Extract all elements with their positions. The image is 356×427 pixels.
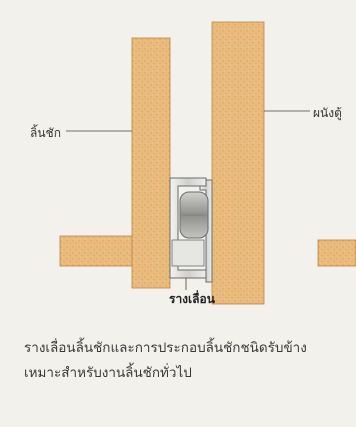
label-drawer: ลิ้นชัก [30, 126, 61, 140]
label-rail: รางเลื่อน [169, 292, 215, 306]
cabinet-shelf-stub [317, 239, 356, 267]
drawer-side-panel [131, 37, 171, 289]
caption-line-1: รางเลื่อนลิ้นชักและการประกอบลิ้นชักชนิดร… [24, 340, 307, 356]
caption-line-2: เหมาะสำหรับงานลิ้นชักทั่วไป [24, 365, 192, 381]
label-cabinet-wall: ผนังตู้ [313, 106, 342, 120]
cabinet-wall-panel [211, 21, 265, 305]
rail-drawer-member [169, 177, 207, 279]
rail-lower-guide [171, 239, 205, 267]
